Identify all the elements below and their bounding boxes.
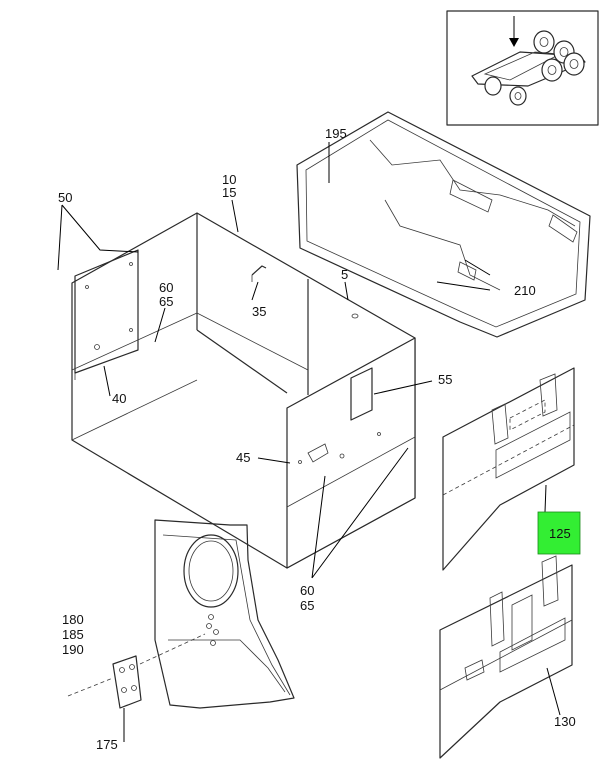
callout-60b[interactable]: 60 — [300, 583, 314, 598]
truck-chassis-thumbnail — [471, 16, 586, 106]
callout-10[interactable]: 10 — [222, 172, 236, 187]
callout-60a[interactable]: 60 — [159, 280, 173, 295]
callout-35[interactable]: 35 — [252, 304, 266, 319]
part-40-side-panel — [74, 249, 139, 380]
callout-55[interactable]: 55 — [438, 372, 452, 387]
callout-175[interactable]: 175 — [96, 737, 118, 752]
callout-40[interactable]: 40 — [112, 391, 126, 406]
part-125-panel — [442, 367, 575, 571]
callout-15[interactable]: 15 — [222, 185, 236, 200]
part-130-panel — [439, 555, 573, 759]
callout-130[interactable]: 130 — [554, 714, 576, 729]
callout-210[interactable]: 210 — [514, 283, 536, 298]
callout-50[interactable]: 50 — [58, 190, 72, 205]
part-175-plate — [112, 655, 142, 709]
leader-lines — [57, 142, 561, 742]
callout-180[interactable]: 180 — [62, 612, 84, 627]
part-195-frame — [296, 111, 591, 338]
highlight-125 — [537, 511, 581, 555]
callout-190[interactable]: 190 — [62, 642, 84, 657]
callout-45[interactable]: 45 — [236, 450, 250, 465]
callout-5[interactable]: 5 — [341, 267, 348, 282]
callout-195[interactable]: 195 — [325, 126, 347, 141]
locator-inset — [446, 10, 599, 126]
callout-185[interactable]: 185 — [62, 627, 84, 642]
callout-65a[interactable]: 65 — [159, 294, 173, 309]
cab-corner-housing — [67, 519, 295, 709]
callout-labels: 50 10 15 195 60 65 35 5 210 40 55 45 125… — [58, 126, 581, 752]
part-10-main-enclosure — [71, 212, 416, 569]
callout-125[interactable]: 125 — [549, 526, 571, 541]
callout-65b[interactable]: 65 — [300, 598, 314, 613]
